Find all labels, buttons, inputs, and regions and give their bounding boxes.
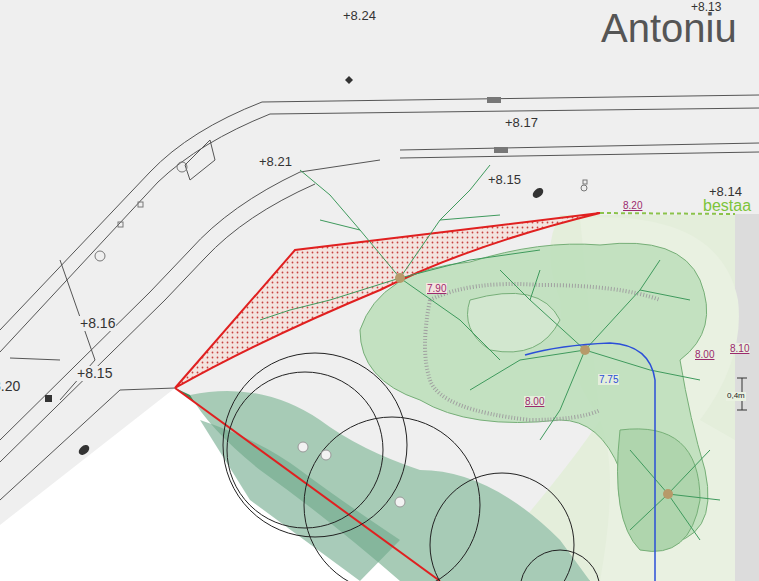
spot-height: 8.20 <box>0 379 21 394</box>
design-level: 7.90 <box>426 283 447 294</box>
design-level: 8.20 <box>622 200 643 211</box>
level-line <box>525 343 655 581</box>
hedge-band <box>200 420 400 581</box>
spot-height: +8.15 <box>487 173 522 187</box>
spot-height: +8.13 <box>690 1 722 14</box>
slope-hatch <box>425 284 660 420</box>
spot-height: +8.16 <box>79 316 116 331</box>
hatched-zone <box>175 213 600 388</box>
hedge-band <box>175 388 590 581</box>
tree-circles <box>223 353 600 581</box>
tree-trunks <box>395 273 673 499</box>
design-level: 8.00 <box>694 349 715 360</box>
tree-crowns <box>260 165 720 540</box>
design-level: 8.10 <box>729 343 750 354</box>
level-label: 7.75 <box>598 374 619 385</box>
spot-height: +8.17 <box>504 116 539 130</box>
spot-height: +8.24 <box>342 9 377 23</box>
spot-height: +8.21 <box>258 155 293 169</box>
dimension-label: 0,4m <box>726 392 746 401</box>
tree-points <box>298 442 405 507</box>
status-label: bestaa <box>702 197 752 215</box>
spot-height: +8.15 <box>76 366 113 381</box>
design-level: 8.00 <box>524 396 545 407</box>
